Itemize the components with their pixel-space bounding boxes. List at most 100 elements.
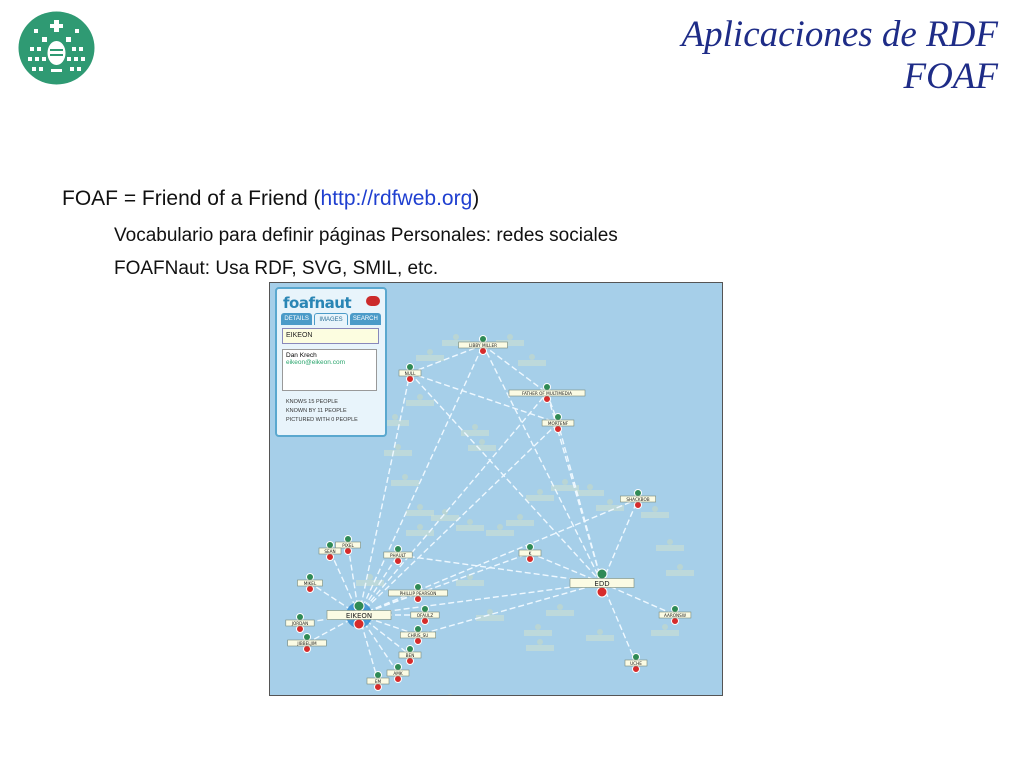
title-line-2: FOAF xyxy=(903,56,998,97)
person-head-icon xyxy=(543,383,551,391)
ghost-node xyxy=(518,354,546,366)
person-minus-icon xyxy=(671,617,679,625)
node-label: SHACKBOB xyxy=(626,497,649,502)
node-label-box xyxy=(508,389,586,397)
ghost-node xyxy=(456,574,484,586)
person-minus-icon xyxy=(421,617,429,625)
node-libby[interactable]: LIBBY MILLER xyxy=(458,335,508,355)
node-label: MORTENF xyxy=(548,421,569,426)
person-minus-icon xyxy=(326,553,334,561)
node-jibbeljim[interactable]: JIBBELJIM xyxy=(287,633,327,653)
ghost-node xyxy=(468,439,496,451)
ghost-node xyxy=(496,334,524,346)
edge-eikeon-k xyxy=(358,552,531,616)
node-sean[interactable]: SEAN xyxy=(318,541,342,561)
node-aaron[interactable]: AARONSW xyxy=(658,605,692,625)
person-head-icon xyxy=(326,541,334,549)
node-phillip[interactable]: PHILLIP PEARSON xyxy=(388,583,448,603)
node-label-box xyxy=(624,659,648,667)
node-label-box xyxy=(658,611,692,619)
person-minus-icon xyxy=(554,425,562,433)
node-label-box xyxy=(388,589,448,597)
node-edd[interactable]: EDD xyxy=(569,568,635,598)
rdfweb-link[interactable]: http://rdfweb.org xyxy=(320,187,473,210)
node-label: JORDAN xyxy=(291,621,309,626)
ghost-node xyxy=(384,444,412,456)
sub-bullet-vocabulario: Vocabulario para definir páginas Persona… xyxy=(114,225,618,246)
ghost-node xyxy=(506,514,534,526)
node-pixel[interactable]: PIXEL xyxy=(335,535,361,555)
node-jordan[interactable]: JORDAN xyxy=(285,613,315,633)
node-eikeon[interactable]: EIKEON xyxy=(326,600,392,630)
person-head-icon xyxy=(479,335,487,343)
person-head-icon xyxy=(632,653,640,661)
ghost-node xyxy=(586,629,614,641)
node-mortenf[interactable]: MORTENF xyxy=(541,413,575,433)
node-ofaulz[interactable]: OFAULZ xyxy=(410,605,440,625)
edge-eikeon-mortenf xyxy=(358,422,559,616)
person-head-icon xyxy=(414,625,422,633)
node-chris[interactable]: CHRIS_SU xyxy=(400,625,436,645)
ghost-node xyxy=(356,574,384,586)
node-label: PHAULT xyxy=(390,553,406,558)
node-k[interactable]: K xyxy=(518,543,542,563)
panel-tabs: DETAILS IMAGES SEARCH xyxy=(281,313,381,325)
person-head-icon xyxy=(353,600,365,612)
edge-null-mortenf xyxy=(409,372,559,424)
search-input[interactable]: EIKEON xyxy=(282,328,379,344)
person-details: Dan Krech eikeon@eikeon.com xyxy=(282,349,377,391)
node-null[interactable]: NULL xyxy=(398,363,422,383)
person-head-icon xyxy=(344,535,352,543)
foafnaut-brand: foafnaut xyxy=(283,294,352,312)
node-phault[interactable]: PHAULT xyxy=(383,545,413,565)
person-email: eikeon@eikeon.com xyxy=(286,359,345,366)
node-label: NULL xyxy=(405,371,417,376)
node-em[interactable]: EM xyxy=(366,671,390,691)
ghost-node xyxy=(416,349,444,361)
person-minus-icon xyxy=(543,395,551,403)
person-head-icon xyxy=(671,605,679,613)
edge-eikeon-edd xyxy=(358,582,603,616)
node-label-box xyxy=(569,578,635,588)
node-uche[interactable]: UCHE xyxy=(624,653,648,673)
ghost-node xyxy=(546,604,574,616)
person-head-icon xyxy=(394,663,402,671)
edge-edd-uche xyxy=(601,582,637,664)
edge-libby-null xyxy=(409,344,484,374)
node-label-box xyxy=(541,419,575,427)
tab-search[interactable]: SEARCH xyxy=(349,313,381,325)
node-label-box xyxy=(386,669,410,677)
tab-details[interactable]: DETAILS xyxy=(281,313,313,325)
node-label: EM xyxy=(375,679,382,684)
person-head-icon xyxy=(306,573,314,581)
stat-knows: KNOWS 15 PEOPLE xyxy=(286,399,338,405)
node-label-box xyxy=(398,369,422,377)
person-minus-icon xyxy=(526,555,534,563)
node-label-box xyxy=(400,631,436,639)
node-label: EIKEON xyxy=(346,612,372,620)
node-label: LIBBY MILLER xyxy=(469,343,497,348)
node-father[interactable]: FATHER OF MULTIMEDIA xyxy=(508,383,586,403)
node-ben[interactable]: BEN xyxy=(398,645,422,665)
person-minus-icon xyxy=(406,657,414,665)
ghost-node xyxy=(381,414,409,426)
bullet-foaf: FOAF = Friend of a Friend (http://rdfweb… xyxy=(62,187,479,211)
slide-title: Aplicaciones de RDF FOAF xyxy=(682,14,998,98)
edge-edd-aaron xyxy=(601,582,676,616)
node-label: JIBBELJIM xyxy=(296,641,317,646)
ghost-node xyxy=(406,524,434,536)
node-label-box xyxy=(620,495,656,503)
node-amk[interactable]: AMK xyxy=(386,663,410,683)
node-label: SEAN xyxy=(324,549,335,554)
edge-edd-chris xyxy=(417,582,603,636)
edge-eikeon-father xyxy=(358,392,548,616)
ghost-node xyxy=(526,489,554,501)
node-mikel[interactable]: MIKEL xyxy=(297,573,323,593)
node-label-box xyxy=(297,579,323,587)
tab-images[interactable]: IMAGES xyxy=(314,313,348,325)
person-minus-icon xyxy=(596,586,608,598)
foafnaut-screenshot: LIBBY MILLER NULL FATHER OF MULTIMEDIA MORT… xyxy=(269,282,723,696)
node-shackbr[interactable]: SHACKBOB xyxy=(620,489,656,509)
ghost-node xyxy=(391,474,419,486)
node-label: AMK xyxy=(393,671,402,676)
